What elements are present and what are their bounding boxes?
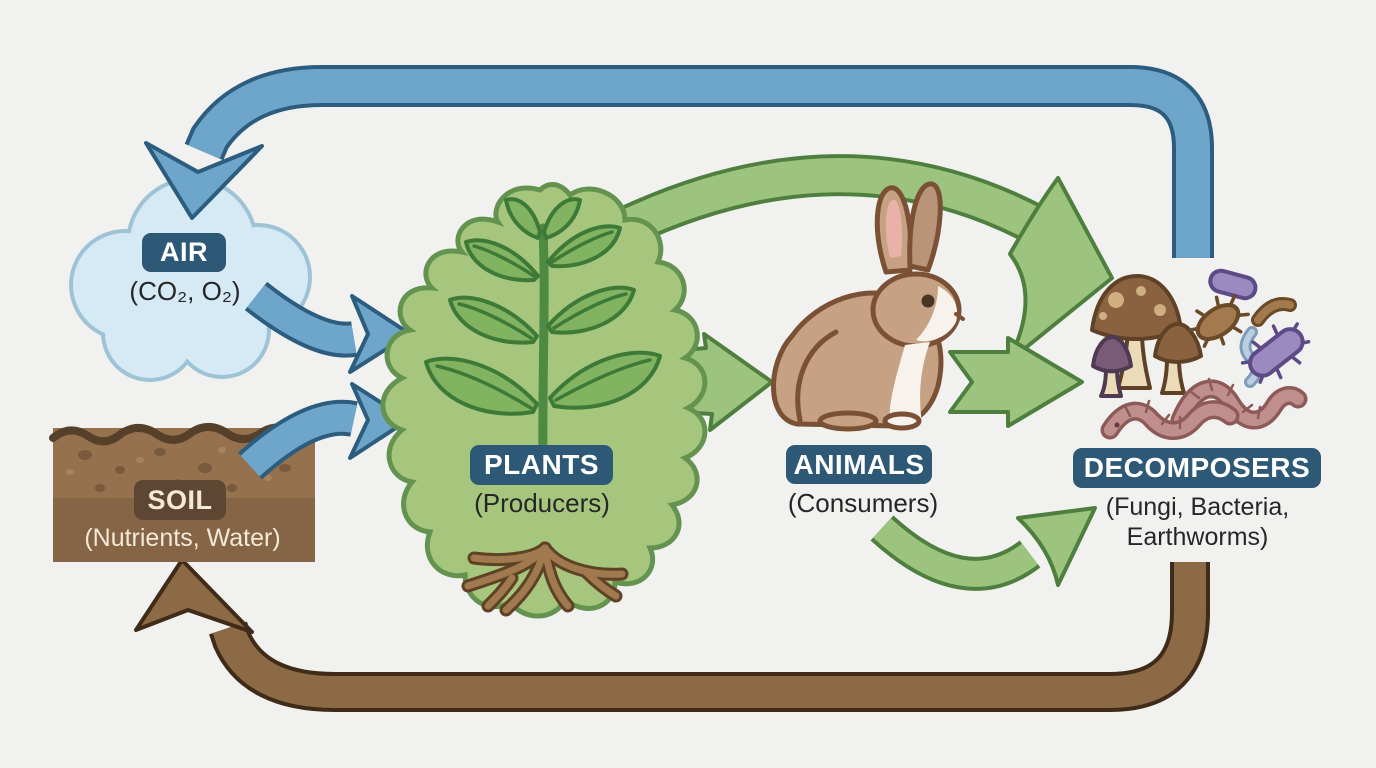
decomposers-illustration [1090,268,1311,440]
animals-label: ANIMALS [786,445,932,484]
decomposers-subtitle-line1: (Fungi, Bacteria, [1105,493,1290,521]
air-label: AIR [142,233,226,272]
decomposers-subtitle: (Fungi, Bacteria, Earthworms) [1075,492,1320,552]
arrow-animals-to-decomposers-curved [870,506,1097,591]
decomposers-label: DECOMPOSERS [1073,448,1321,488]
plant-stem [538,223,549,475]
arrow-air-to-plants [244,281,412,374]
rabbit-icon [771,181,965,432]
plants-illustration [380,182,708,619]
arrowhead-to-air [144,141,264,220]
arrowhead-to-soil [134,558,254,634]
soil-label: SOIL [134,480,226,520]
mushroom-icon [1090,274,1183,390]
arrow-decomposers-to-soil [134,558,1210,712]
plant-roots [461,541,629,617]
bacteria-icon [1186,268,1311,388]
plants-subtitle: (Producers) [474,488,610,518]
mushroom-purple-icon [1091,335,1133,398]
leaf-veins [435,230,652,410]
mushroom-brown-icon [1153,322,1203,395]
soil-subtitle: (Nutrients, Water) [84,524,281,552]
earthworm-icon [1100,377,1308,440]
animals-subtitle: (Consumers) [787,488,939,518]
arrow-decomposers-to-air [144,65,1214,258]
air-subtitle: (CO₂, O₂) [129,276,241,306]
arrow-plants-to-decomposers [590,154,1114,364]
decomposers-subtitle-line2: Earthworms) [1126,523,1269,551]
soil-speckles [78,442,299,492]
arrow-animals-to-decomposers [948,336,1084,428]
plants-label: PLANTS [470,445,613,485]
arrow-soil-to-plants [237,382,410,480]
